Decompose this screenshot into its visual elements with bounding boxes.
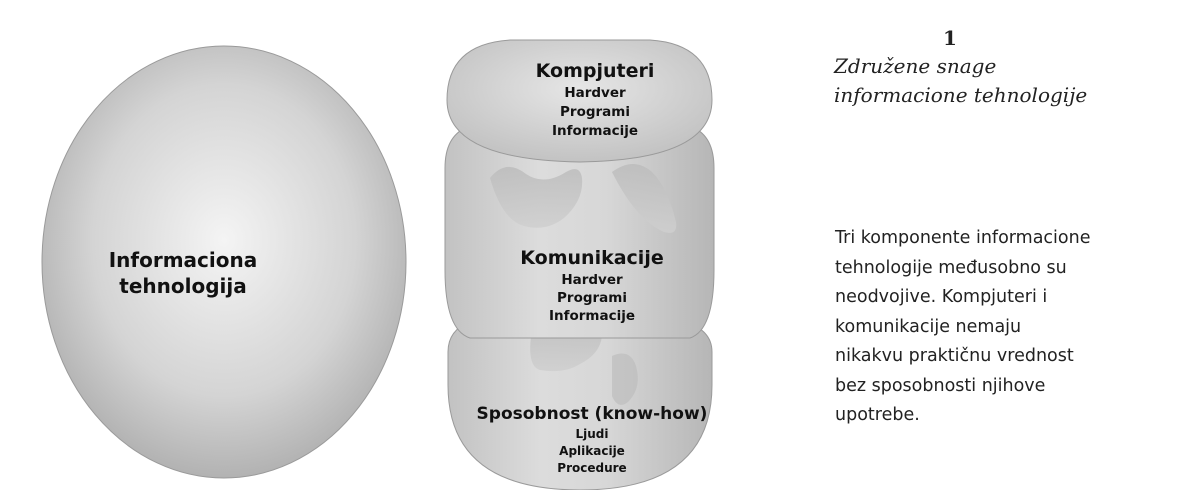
capability-title: Sposobnost (know-how) [477,404,708,424]
information-technology-ellipse: Informaciona tehnologija [41,45,407,479]
communications-title: Komunikacije [520,247,663,269]
computers-title: Kompjuteri [536,60,655,82]
description-line-4: komunikacije nemaju [835,316,1022,337]
puzzle-connector-bottom-right [612,353,638,405]
figure-number: 1 [943,26,957,50]
communications-item-3: Informacije [549,308,635,324]
description-paragraph: Tri komponente informacione tehnologije … [835,224,1197,431]
communications-item-1: Hardver [561,272,623,288]
capability-item-3: Procedure [557,461,626,475]
description-line-6: bez sposobnosti njihove [835,375,1046,396]
description-line-5: nikakvu praktičnu vrednost [835,346,1074,366]
computers-item-2: Programi [560,104,630,120]
description-line-7: upotrebe. [835,405,920,425]
capability-item-2: Aplikacije [559,444,625,458]
caption-line-2: informacione tehnologije [834,83,1088,107]
component-stack: Kompjuteri Hardver Programi Informacije … [444,39,715,490]
puzzle-connector-middle-right [612,164,677,233]
communications-item-2: Programi [557,290,627,306]
ellipse-label-line-1: Informaciona [109,248,258,272]
computers-item-1: Hardver [564,85,626,101]
caption-line-1: Združene snage [834,54,997,78]
ellipse-label-line-2: tehnologija [119,274,246,298]
top-disc [446,39,713,163]
description-line-2: tehnologije međusobno su [835,257,1067,278]
capability-item-1: Ljudi [575,427,608,441]
description-line-1: Tri komponente informacione [835,228,1091,248]
middle-band [444,123,715,339]
computers-item-3: Informacije [552,123,638,139]
figure-caption: Združene snage informacione tehnologije [834,52,1174,110]
description-line-3: neodvojive. Kompjuteri i [835,287,1048,307]
puzzle-connector-middle-left [490,166,583,228]
